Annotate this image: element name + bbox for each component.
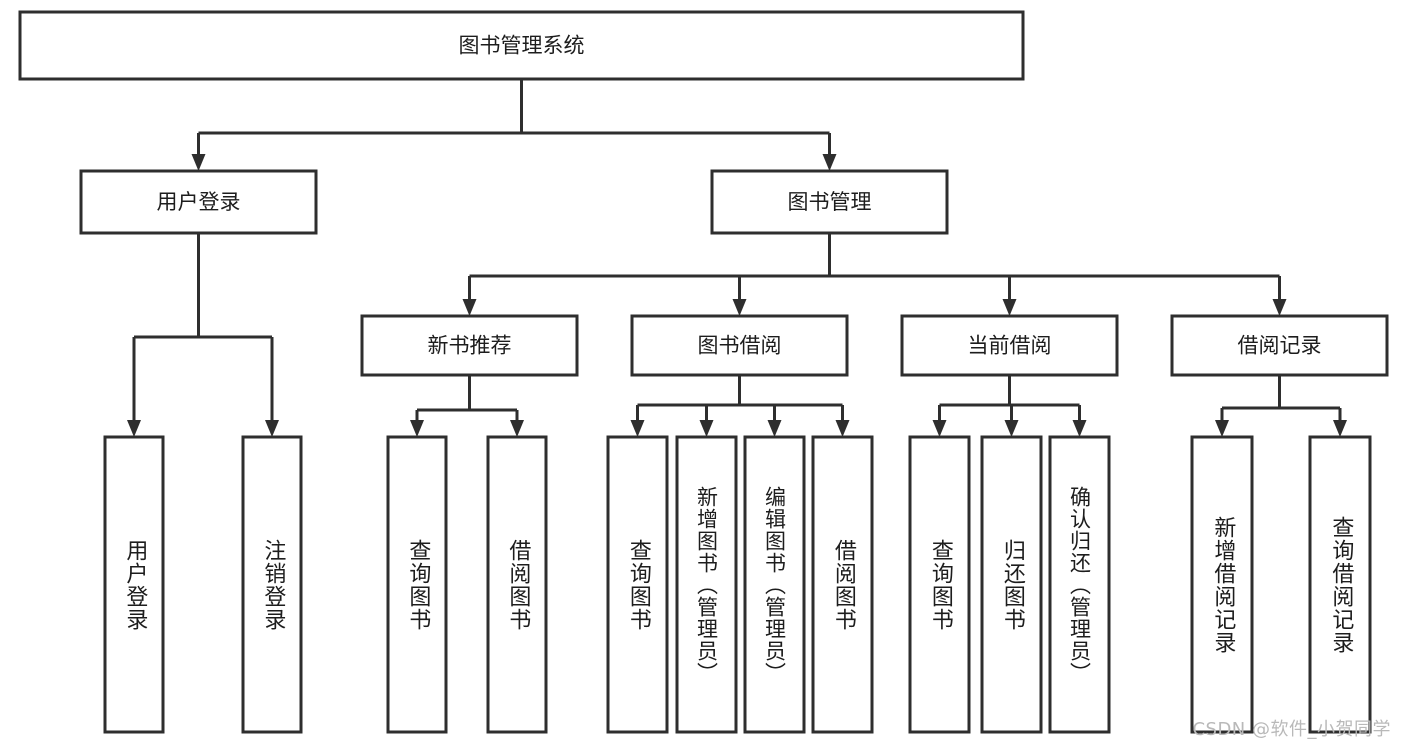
arrow-head-leaf-6: [767, 420, 782, 437]
level2-node-1-label: 图书管理: [788, 190, 872, 214]
level3-node-2-rect: [900, 314, 1119, 377]
level3-node-1-rect: [630, 314, 849, 377]
leaf-node-9[interactable]: [980, 435, 1043, 734]
leaf-node-2[interactable]: [386, 435, 448, 734]
leaf-node-0[interactable]: [103, 435, 165, 734]
arrow-head-leaf-1: [265, 420, 279, 437]
arrow-head-level3-2: [1002, 299, 1017, 316]
arrow-head-leaf-7: [835, 420, 850, 437]
leaf-node-3[interactable]: [486, 435, 548, 734]
arrow-head-leaf-3: [510, 420, 524, 437]
leaf-node-1[interactable]: [241, 435, 303, 734]
level2-node-0[interactable]: 用户登录: [79, 169, 318, 235]
level3-node-3-label: 借阅记录: [1238, 334, 1322, 358]
leaf-node-5[interactable]: [675, 435, 738, 734]
arrow-head-leaf-2: [410, 420, 424, 437]
leaf-node-6[interactable]: [743, 435, 806, 734]
arrow-head-leaf-11: [1215, 420, 1229, 437]
csdn-watermark: CSDN @软件_小贺同学: [1192, 719, 1391, 740]
level2-node-1[interactable]: 图书管理: [710, 169, 949, 235]
level2-node-0-rect: [79, 169, 318, 235]
arrow-head-level3-3: [1272, 299, 1287, 316]
leaf-node-4[interactable]: [606, 435, 669, 734]
level3-node-0-label: 新书推荐: [428, 334, 512, 358]
arrow-head-leaf-12: [1333, 420, 1347, 437]
arrow-head-leaf-5: [699, 420, 714, 437]
root-node-book-management-system[interactable]: 图书管理系统: [18, 10, 1025, 81]
leaf-node-11[interactable]: [1190, 435, 1254, 734]
connector-edges: [127, 79, 1347, 437]
level2-node-1-rect: [710, 169, 949, 235]
leaf-node-12[interactable]: [1308, 435, 1372, 734]
arrow-head-leaf-9: [1004, 420, 1019, 437]
arrow-head-level2-0: [191, 154, 206, 171]
arrow-head-leaf-10: [1072, 420, 1087, 437]
arrow-head-leaf-4: [630, 420, 645, 437]
level3-node-1-label: 图书借阅: [698, 334, 782, 358]
arrow-head-level3-1: [732, 299, 747, 316]
level3-node-3-rect: [1170, 314, 1389, 377]
level3-node-2[interactable]: 当前借阅: [900, 314, 1119, 377]
arrow-head-leaf-0: [127, 420, 141, 437]
level3-node-2-label: 当前借阅: [968, 334, 1052, 358]
leaf-node-8[interactable]: [908, 435, 971, 734]
level3-node-0-rect: [360, 314, 579, 377]
leaf-node-10[interactable]: [1048, 435, 1111, 734]
level2-node-0-label: 用户登录: [157, 190, 241, 214]
root-node-book-management-system-label: 图书管理系统: [459, 34, 585, 58]
arrow-head-leaf-8: [932, 420, 947, 437]
arrow-head-level2-1: [822, 154, 837, 171]
leaf-node-7[interactable]: [811, 435, 874, 734]
level3-node-3[interactable]: 借阅记录: [1170, 314, 1389, 377]
root-node-book-management-system-rect: [18, 10, 1025, 81]
level3-node-0[interactable]: 新书推荐: [360, 314, 579, 377]
level3-node-1[interactable]: 图书借阅: [630, 314, 849, 377]
arrow-head-level3-0: [462, 299, 477, 316]
